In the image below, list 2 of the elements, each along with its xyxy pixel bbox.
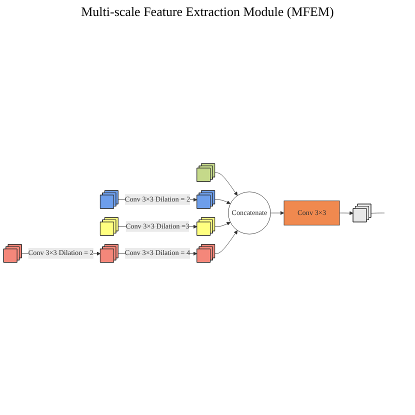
module-title: Multi-scale Feature Extraction Module (MFEM) bbox=[81, 4, 334, 20]
connector bbox=[370, 212, 385, 213]
